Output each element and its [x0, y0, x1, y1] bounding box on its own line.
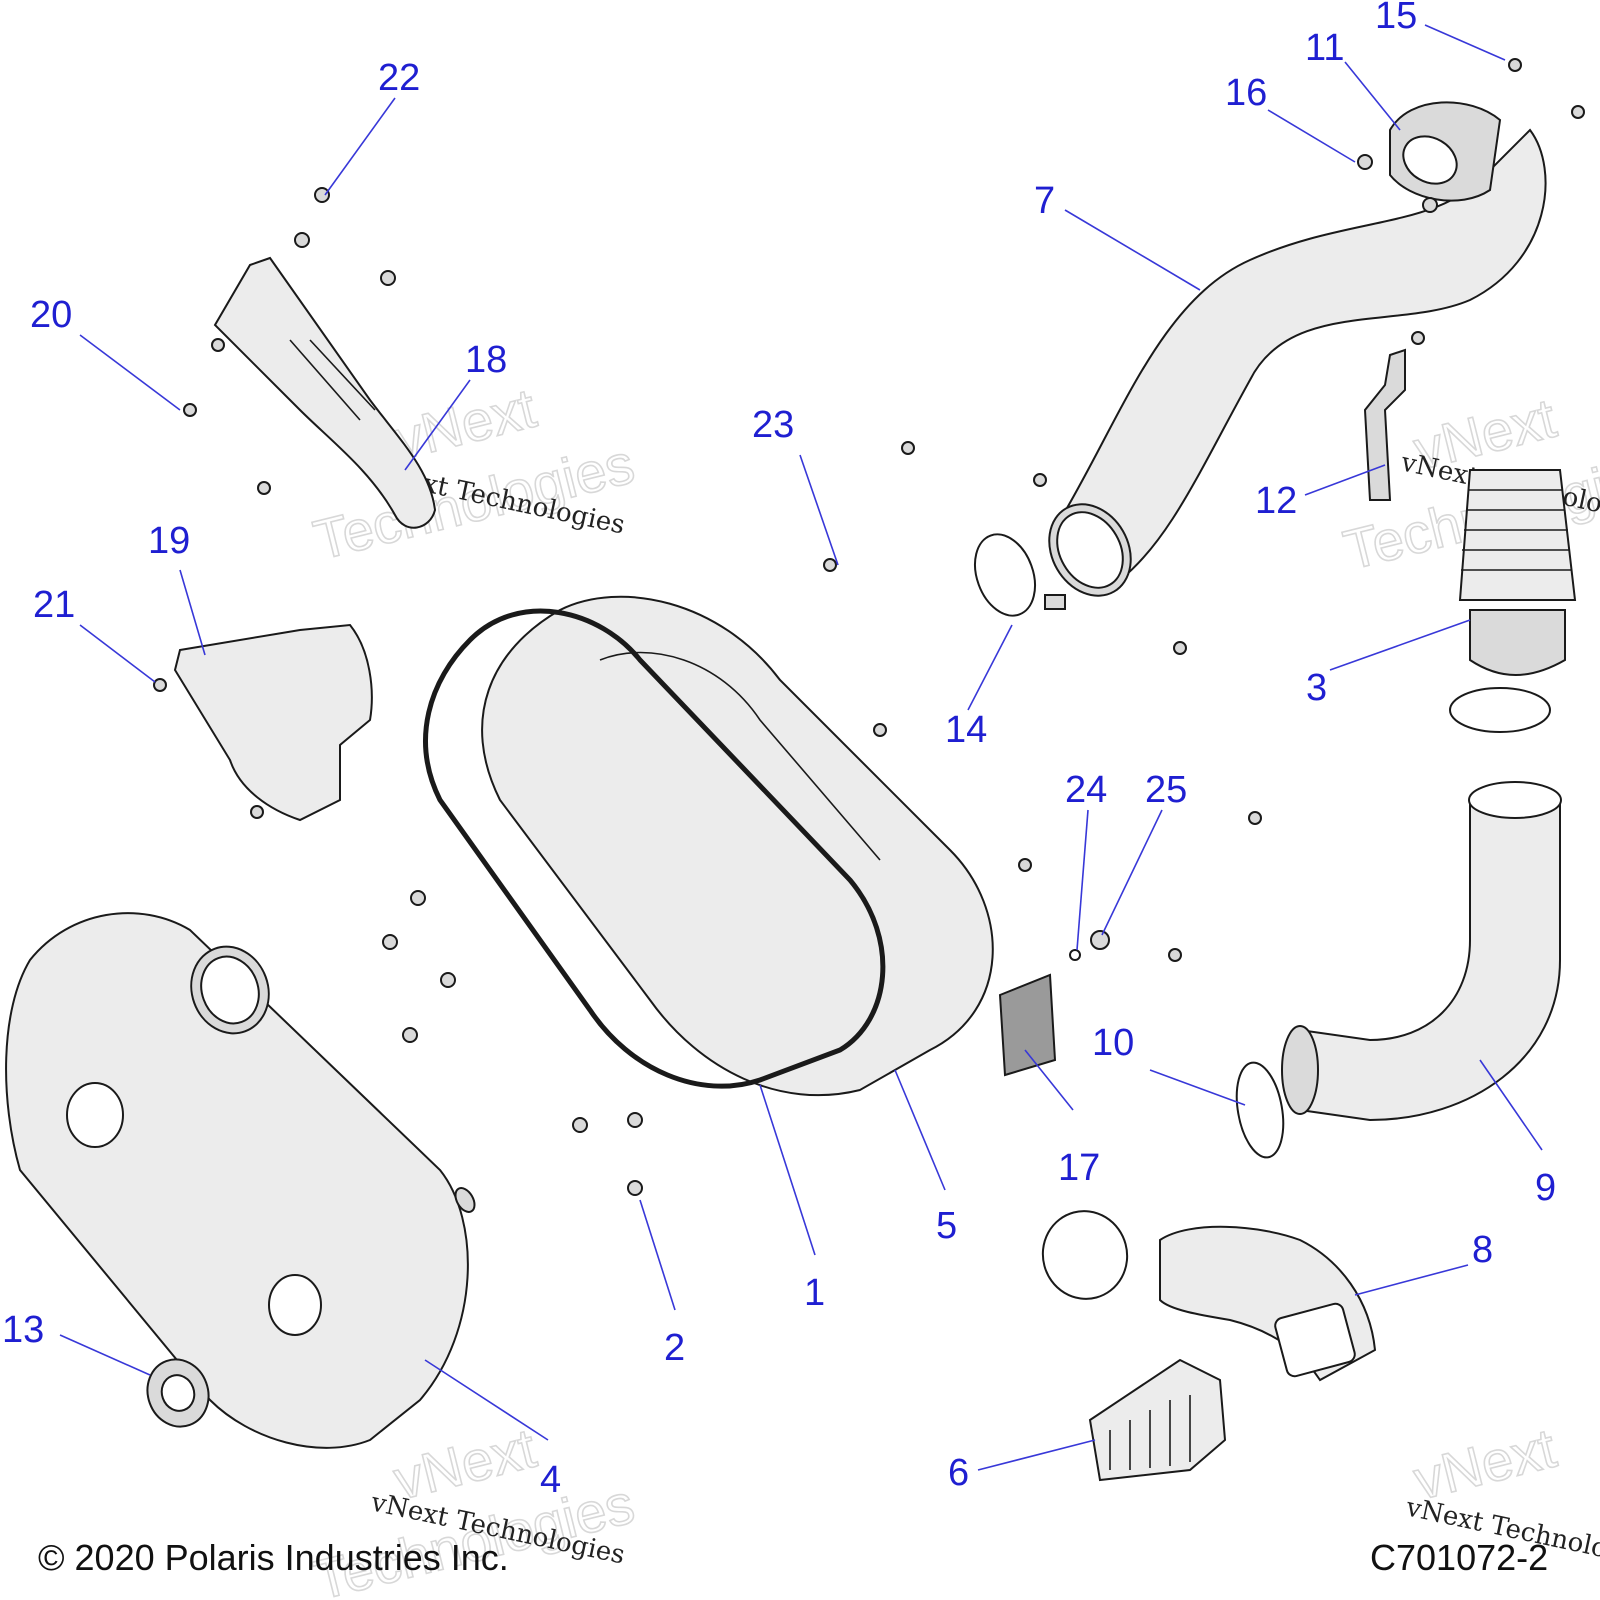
fasteners: [153, 58, 1585, 1213]
callout-20: 20: [30, 294, 72, 336]
callout-22: 22: [378, 57, 420, 99]
callout-18: 18: [465, 339, 507, 381]
bolt-icon: [1018, 858, 1032, 872]
bolt-icon: [183, 403, 197, 417]
callout-11: 11: [1305, 27, 1344, 69]
part-10-clamp: [1235, 1061, 1285, 1159]
nut-icon: [1422, 197, 1438, 213]
callout-25: 25: [1145, 769, 1187, 811]
bolt-icon: [410, 890, 426, 906]
bolt-icon: [1571, 105, 1585, 119]
bolt-icon: [873, 723, 887, 737]
callout-21: 21: [33, 584, 75, 626]
callout-1: 1: [804, 1272, 825, 1314]
bolt-icon: [382, 934, 398, 950]
callout-12: 12: [1255, 480, 1297, 522]
part-9-intake-elbow: [1281, 781, 1562, 1122]
washer-icon: [1069, 949, 1081, 961]
part-7-intake-duct: [1048, 128, 1547, 597]
copyright-notice: © 2020 Polaris Industries Inc.: [38, 1537, 509, 1578]
part-11-duct-flange: [1389, 101, 1502, 202]
bolt-icon: [1033, 473, 1047, 487]
bolt-icon: [1508, 58, 1522, 72]
bolt-icon: [380, 270, 396, 286]
callout-7: 7: [1034, 180, 1055, 222]
part-1-gasket: [423, 608, 886, 1089]
bolt-icon: [1173, 641, 1187, 655]
part-13-washer: [146, 1358, 210, 1428]
callout-15: 15: [1375, 0, 1417, 37]
part-14-hose-clamp: [974, 533, 1066, 617]
callout-4: 4: [540, 1459, 561, 1501]
bolt-icon: [1168, 948, 1182, 962]
bolt-icon: [572, 1117, 588, 1133]
bolt-icon: [294, 232, 310, 248]
callout-3: 3: [1306, 667, 1327, 709]
callout-14: 14: [945, 709, 987, 751]
callout-6: 6: [948, 1452, 969, 1494]
bolt-icon: [627, 1112, 643, 1128]
part-8-lower-duct: [1041, 1210, 1377, 1382]
callout-23: 23: [752, 404, 794, 446]
bolt-icon: [402, 1027, 418, 1043]
callout-17: 17: [1058, 1147, 1100, 1189]
part-18-heat-shield: [213, 256, 437, 529]
callout-19: 19: [148, 520, 190, 562]
callout-8: 8: [1472, 1229, 1493, 1271]
bolt-icon: [901, 441, 915, 455]
part-5-inner-cover: [481, 595, 994, 1097]
bolt-icon: [211, 338, 225, 352]
part-12-bracket: [1363, 348, 1406, 501]
callout-13: 13: [2, 1309, 44, 1351]
part-17-gasket-pad: [998, 973, 1057, 1077]
part-4-outer-cover: [5, 912, 469, 1449]
callout-5: 5: [936, 1205, 957, 1247]
bolt-icon: [250, 805, 264, 819]
bolt-icon: [823, 558, 837, 572]
bolt-icon: [627, 1180, 643, 1196]
bolt-icon: [153, 678, 167, 692]
callout-24: 24: [1065, 769, 1107, 811]
part-19-air-scoop: [173, 623, 373, 822]
callouts: 1 2 3 4 5 6 7 8 9 10 11 12 13 14 15 16 1…: [2, 0, 1556, 1501]
callout-9: 9: [1535, 1167, 1556, 1209]
part-3-filter: [1458, 469, 1577, 676]
clamp-upper-elbow: [1449, 687, 1551, 733]
callout-10: 10: [1092, 1022, 1134, 1064]
bolt-icon: [314, 187, 330, 203]
bolt-icon: [440, 972, 456, 988]
figure-id: C701072-2: [1370, 1537, 1548, 1578]
dowel-icon: [454, 1187, 476, 1213]
leader-lines: [59, 24, 1543, 1471]
bolt-icon: [1411, 331, 1425, 345]
callout-2: 2: [664, 1327, 685, 1369]
nut-icon: [1090, 930, 1110, 950]
callout-16: 16: [1225, 72, 1267, 114]
part-6-screen: [1088, 1358, 1227, 1482]
bolt-icon: [1248, 811, 1262, 825]
nut-icon: [1357, 154, 1373, 170]
bolt-icon: [257, 481, 271, 495]
